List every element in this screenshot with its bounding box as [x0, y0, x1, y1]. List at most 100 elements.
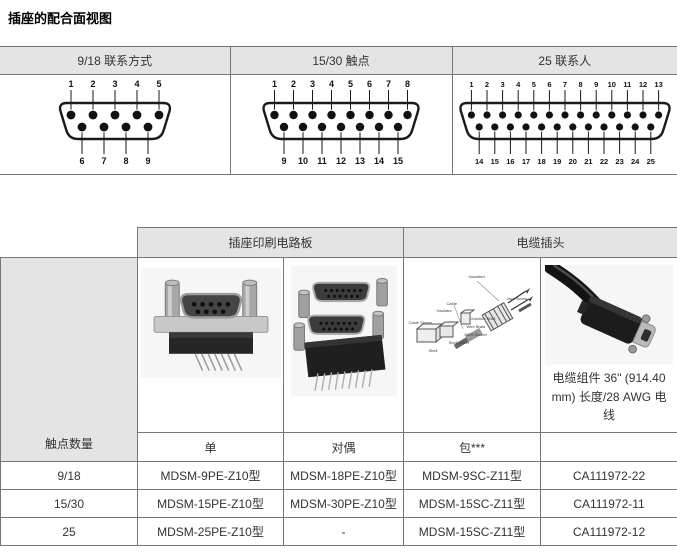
- svg-text:5: 5: [348, 79, 353, 89]
- svg-text:20: 20: [568, 157, 576, 166]
- exploded-label-shell: Shell: [429, 349, 438, 353]
- svg-text:6: 6: [367, 79, 372, 89]
- part-number-cell: CA111972-11: [541, 490, 677, 518]
- svg-text:13: 13: [355, 156, 365, 166]
- svg-text:2: 2: [90, 79, 95, 89]
- column-label-empty: [541, 433, 677, 462]
- svg-text:9: 9: [145, 156, 150, 166]
- svg-text:16: 16: [506, 157, 514, 166]
- svg-text:11: 11: [623, 80, 631, 89]
- exploded-label-cable: Cable: [447, 302, 457, 306]
- exploded-label-jack-screw: Jack Screw: [507, 297, 527, 301]
- svg-text:21: 21: [584, 157, 592, 166]
- svg-text:7: 7: [563, 80, 567, 89]
- column-header-25: 25 联系人: [452, 47, 677, 75]
- svg-text:10: 10: [298, 156, 308, 166]
- svg-text:11: 11: [317, 156, 327, 166]
- single-connector-image: [141, 265, 281, 381]
- contacts-cell: 9/18: [1, 462, 138, 490]
- svg-text:22: 22: [600, 157, 608, 166]
- exploded-label-wire-braid: Wire Braid: [467, 325, 486, 329]
- svg-text:8: 8: [578, 80, 582, 89]
- dual-connector-image: [291, 265, 397, 397]
- exploded-label-insulated: Insulated: [469, 275, 485, 279]
- exploded-line-art: [407, 267, 538, 363]
- svg-text:14: 14: [374, 156, 384, 166]
- column-label-plug: 包***: [404, 433, 541, 462]
- svg-text:24: 24: [631, 157, 640, 166]
- cable-plug-exploded-diagram: Insulated Jack Screw Cable Junction Shel…: [407, 267, 538, 363]
- part-number-cell: MDSM-15SC-Z11型: [404, 490, 541, 518]
- table-row: 触点数量: [1, 258, 677, 433]
- cable-assembly-image: [545, 265, 673, 365]
- svg-text:12: 12: [639, 80, 647, 89]
- table-row: 9/18 联系方式 15/30 触点 25 联系人: [0, 47, 677, 75]
- part-number-cell: CA111972-12: [541, 518, 677, 546]
- table-row: 插座印刷电路板 电缆插头: [1, 228, 677, 258]
- svg-text:3: 3: [500, 80, 504, 89]
- part-number-cell: MDSM-25PE-Z10型: [138, 518, 284, 546]
- svg-text:25: 25: [646, 157, 654, 166]
- page-title: 插座的配合面视图: [8, 8, 677, 27]
- svg-text:23: 23: [615, 157, 623, 166]
- part-number-cell: MDSM-9PE-Z10型: [138, 462, 284, 490]
- svg-text:7: 7: [101, 156, 106, 166]
- column-label-single: 单: [138, 433, 284, 462]
- svg-text:4: 4: [516, 80, 521, 89]
- row-header-contact-count: 触点数量: [1, 258, 138, 462]
- svg-text:4: 4: [134, 79, 139, 89]
- column-header-15-30: 15/30 触点: [230, 47, 452, 75]
- svg-text:19: 19: [553, 157, 561, 166]
- svg-text:8: 8: [123, 156, 128, 166]
- svg-text:14: 14: [475, 157, 484, 166]
- exploded-label-mds-socket: MDS Socket: [465, 333, 487, 337]
- contacts-cell: 25: [1, 518, 138, 546]
- svg-text:5: 5: [531, 80, 535, 89]
- svg-text:3: 3: [310, 79, 315, 89]
- cable-plug-diagram-cell: Insulated Jack Screw Cable Junction Shel…: [404, 258, 541, 433]
- svg-text:6: 6: [79, 156, 84, 166]
- group-header-cable-plug: 电缆插头: [404, 228, 677, 258]
- svg-text:8: 8: [405, 79, 410, 89]
- svg-text:2: 2: [485, 80, 489, 89]
- exploded-label-junction-shell: Junction Shell: [471, 317, 496, 321]
- svg-text:17: 17: [522, 157, 530, 166]
- part-number-cell: MDSM-30PE-Z10型: [284, 490, 404, 518]
- table-row: 25 MDSM-25PE-Z10型 - MDSM-15SC-Z11型 CA111…: [1, 518, 677, 546]
- contacts-cell: 15/30: [1, 490, 138, 518]
- column-header-9-18: 9/18 联系方式: [0, 47, 230, 75]
- part-number-cell: MDSM-15PE-Z10型: [138, 490, 284, 518]
- part-number-cell: MDSM-15SC-Z11型: [404, 518, 541, 546]
- dual-connector-photo-cell: [284, 258, 404, 433]
- svg-text:2: 2: [291, 79, 296, 89]
- svg-text:12: 12: [336, 156, 346, 166]
- part-number-cell: MDSM-18PE-Z10型: [284, 462, 404, 490]
- cable-caption: 电缆组件 36" (914.40 mm) 长度/28 AWG 电线: [543, 369, 675, 425]
- exploded-label-insulator: Insulator: [437, 309, 452, 313]
- cable-assembly-photo-cell: 电缆组件 36" (914.40 mm) 长度/28 AWG 电线: [541, 258, 677, 433]
- svg-text:5: 5: [156, 79, 161, 89]
- svg-text:15: 15: [490, 157, 498, 166]
- svg-text:1: 1: [272, 79, 277, 89]
- table-row: 9/18 MDSM-9PE-Z10型 MDSM-18PE-Z10型 MDSM-9…: [1, 462, 677, 490]
- single-connector-photo-cell: [138, 258, 284, 433]
- svg-text:7: 7: [386, 79, 391, 89]
- svg-text:1: 1: [68, 79, 73, 89]
- exploded-label-cable-sleeve: Cable Sleeve: [409, 321, 433, 325]
- column-label-dual: 对偶: [284, 433, 404, 462]
- group-header-pcb: 插座印刷电路板: [138, 228, 404, 258]
- svg-text:1: 1: [469, 80, 473, 89]
- part-number-cell: MDSM-9SC-Z11型: [404, 462, 541, 490]
- svg-text:4: 4: [329, 79, 334, 89]
- svg-text:18: 18: [537, 157, 545, 166]
- svg-text:9: 9: [281, 156, 286, 166]
- product-table: 插座印刷电路板 电缆插头 触点数量: [0, 227, 677, 546]
- svg-text:6: 6: [547, 80, 551, 89]
